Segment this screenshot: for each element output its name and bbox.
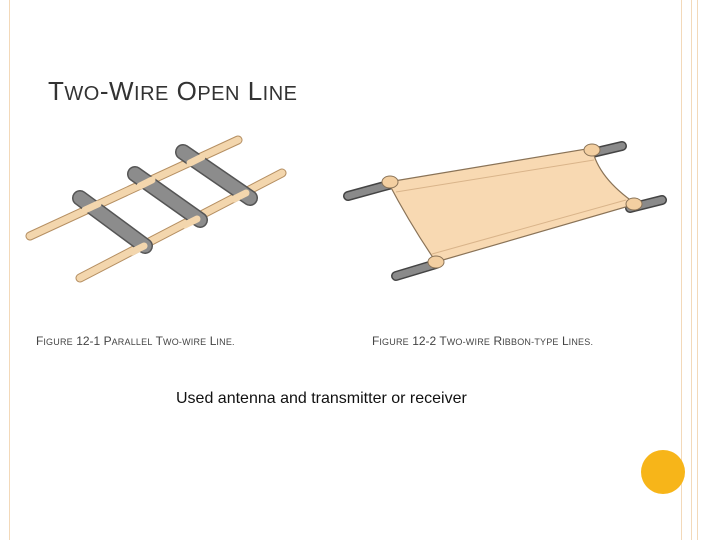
title-word-1-rest: WO xyxy=(64,83,100,105)
title-word-2-rest: IRE xyxy=(134,83,169,105)
decorative-rail-right xyxy=(697,0,698,540)
figure-12-1-caption: FIGURE 12-1 PARALLEL TWO-WIRE LINE. xyxy=(36,334,235,348)
ribbon-type-line-figure xyxy=(343,141,667,281)
parallel-two-wire-line-figure xyxy=(25,135,287,283)
title-hyphen-w: -W xyxy=(99,76,135,106)
slide-title: TWO-WIRE OPEN LINE xyxy=(48,76,298,107)
figure-12-2-caption: FIGURE 12-2 TWO-WIRE RIBBON-TYPE LINES. xyxy=(372,334,594,348)
accent-dot xyxy=(641,450,685,494)
title-word-4-initial: L xyxy=(247,76,263,106)
title-word-4-rest: INE xyxy=(262,83,298,105)
slide-subtitle: Used antenna and transmitter or receiver xyxy=(176,390,467,407)
title-word-1-initial: T xyxy=(48,76,65,106)
slide-frame xyxy=(9,0,682,540)
title-word-3-rest: PEN xyxy=(197,83,240,105)
decorative-rail-left xyxy=(691,0,692,540)
title-word-3-initial: O xyxy=(176,76,198,106)
